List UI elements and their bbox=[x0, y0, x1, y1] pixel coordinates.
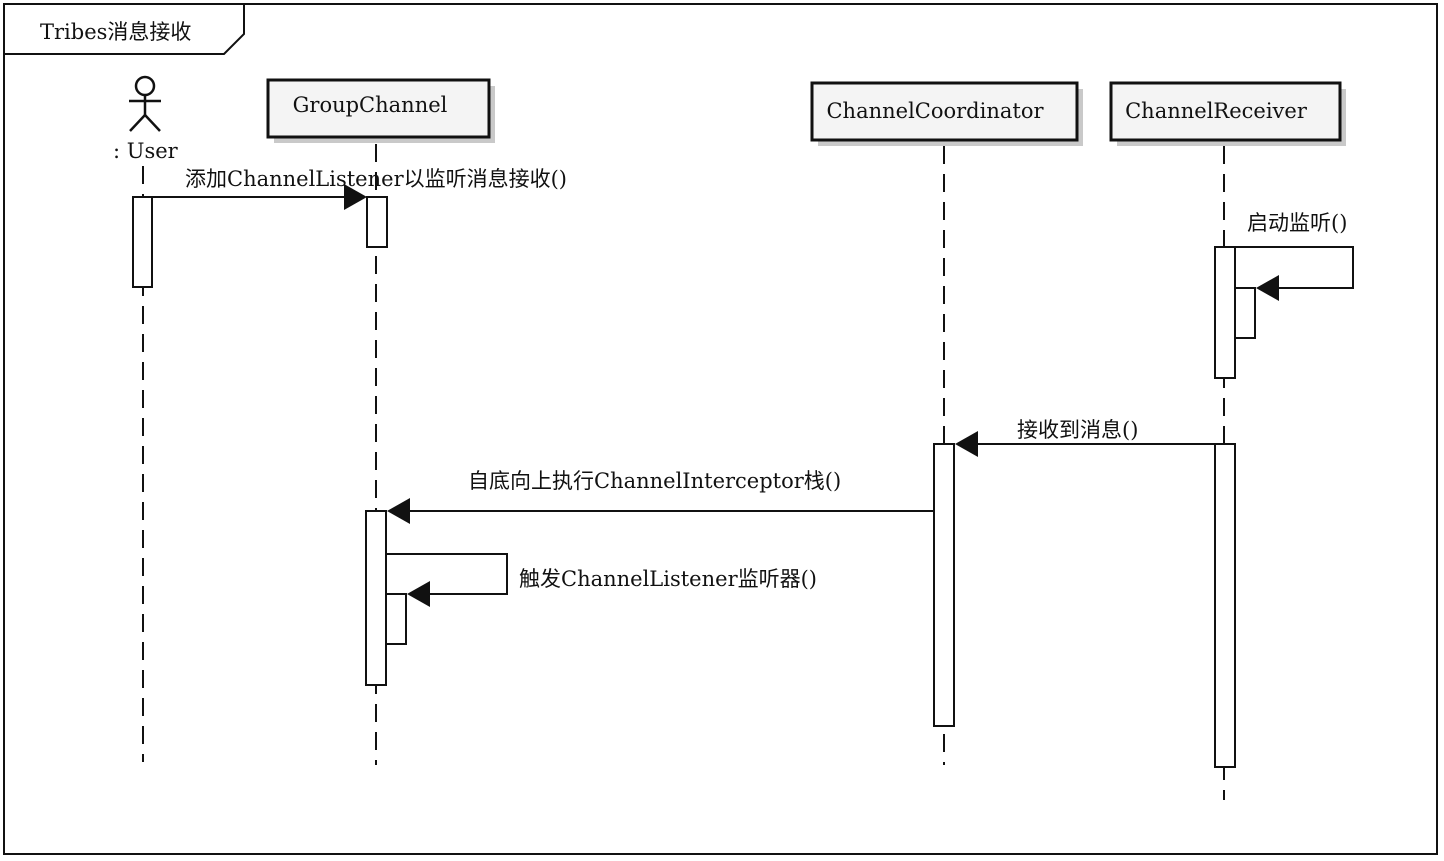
activation-channelcoordinator bbox=[933, 443, 955, 727]
activation-channelreceiver-1-nested bbox=[1234, 287, 1256, 339]
message-receive-msg: 接收到消息() bbox=[955, 418, 1215, 457]
activation-channelreceiver-2 bbox=[1214, 443, 1236, 768]
message-start-listen: 启动监听() bbox=[1235, 211, 1354, 301]
arrowhead-icon bbox=[1256, 275, 1279, 301]
participant-label-user: : User bbox=[113, 139, 179, 163]
message-add-listener: 添加ChannelListener以监听消息接收() bbox=[152, 167, 567, 210]
activation-groupchannel-1 bbox=[366, 196, 388, 248]
arrowhead-icon bbox=[955, 431, 978, 457]
arrowhead-icon bbox=[344, 184, 367, 210]
arrowhead-icon bbox=[407, 581, 430, 607]
frame-title: Tribes消息接收 bbox=[40, 20, 191, 44]
activation-groupchannel-2-nested bbox=[385, 593, 407, 645]
activation-channelreceiver-1 bbox=[1214, 246, 1236, 379]
message-fire-listener: 触发ChannelListener监听器() bbox=[386, 553, 817, 607]
message-exec-interceptors: 自底向上执行ChannelInterceptor栈() bbox=[387, 469, 934, 524]
actor-user-icon bbox=[129, 75, 161, 132]
actor-user: : User bbox=[113, 75, 179, 163]
participant-label-groupchannel: GroupChannel bbox=[293, 93, 448, 117]
message-label-fire-listener: 触发ChannelListener监听器() bbox=[519, 567, 817, 591]
participant-groupchannel: GroupChannel bbox=[266, 78, 495, 143]
message-label-start-listen: 启动监听() bbox=[1247, 211, 1347, 235]
participant-label-channelreceiver: ChannelReceiver bbox=[1125, 99, 1308, 123]
activation-user bbox=[132, 196, 153, 288]
message-label-receive-msg: 接收到消息() bbox=[1017, 418, 1138, 442]
activation-groupchannel-2 bbox=[365, 510, 387, 686]
diagram-frame bbox=[3, 3, 1438, 855]
participant-channelcoordinator: ChannelCoordinator bbox=[810, 81, 1083, 146]
frame-title-tab bbox=[4, 4, 245, 55]
participant-label-channelcoordinator: ChannelCoordinator bbox=[826, 99, 1044, 123]
message-label-exec-interceptors: 自底向上执行ChannelInterceptor栈() bbox=[468, 469, 841, 493]
arrowhead-icon bbox=[387, 498, 410, 524]
participant-channelreceiver: ChannelReceiver bbox=[1109, 81, 1346, 146]
message-label-add-listener: 添加ChannelListener以监听消息接收() bbox=[185, 167, 567, 191]
